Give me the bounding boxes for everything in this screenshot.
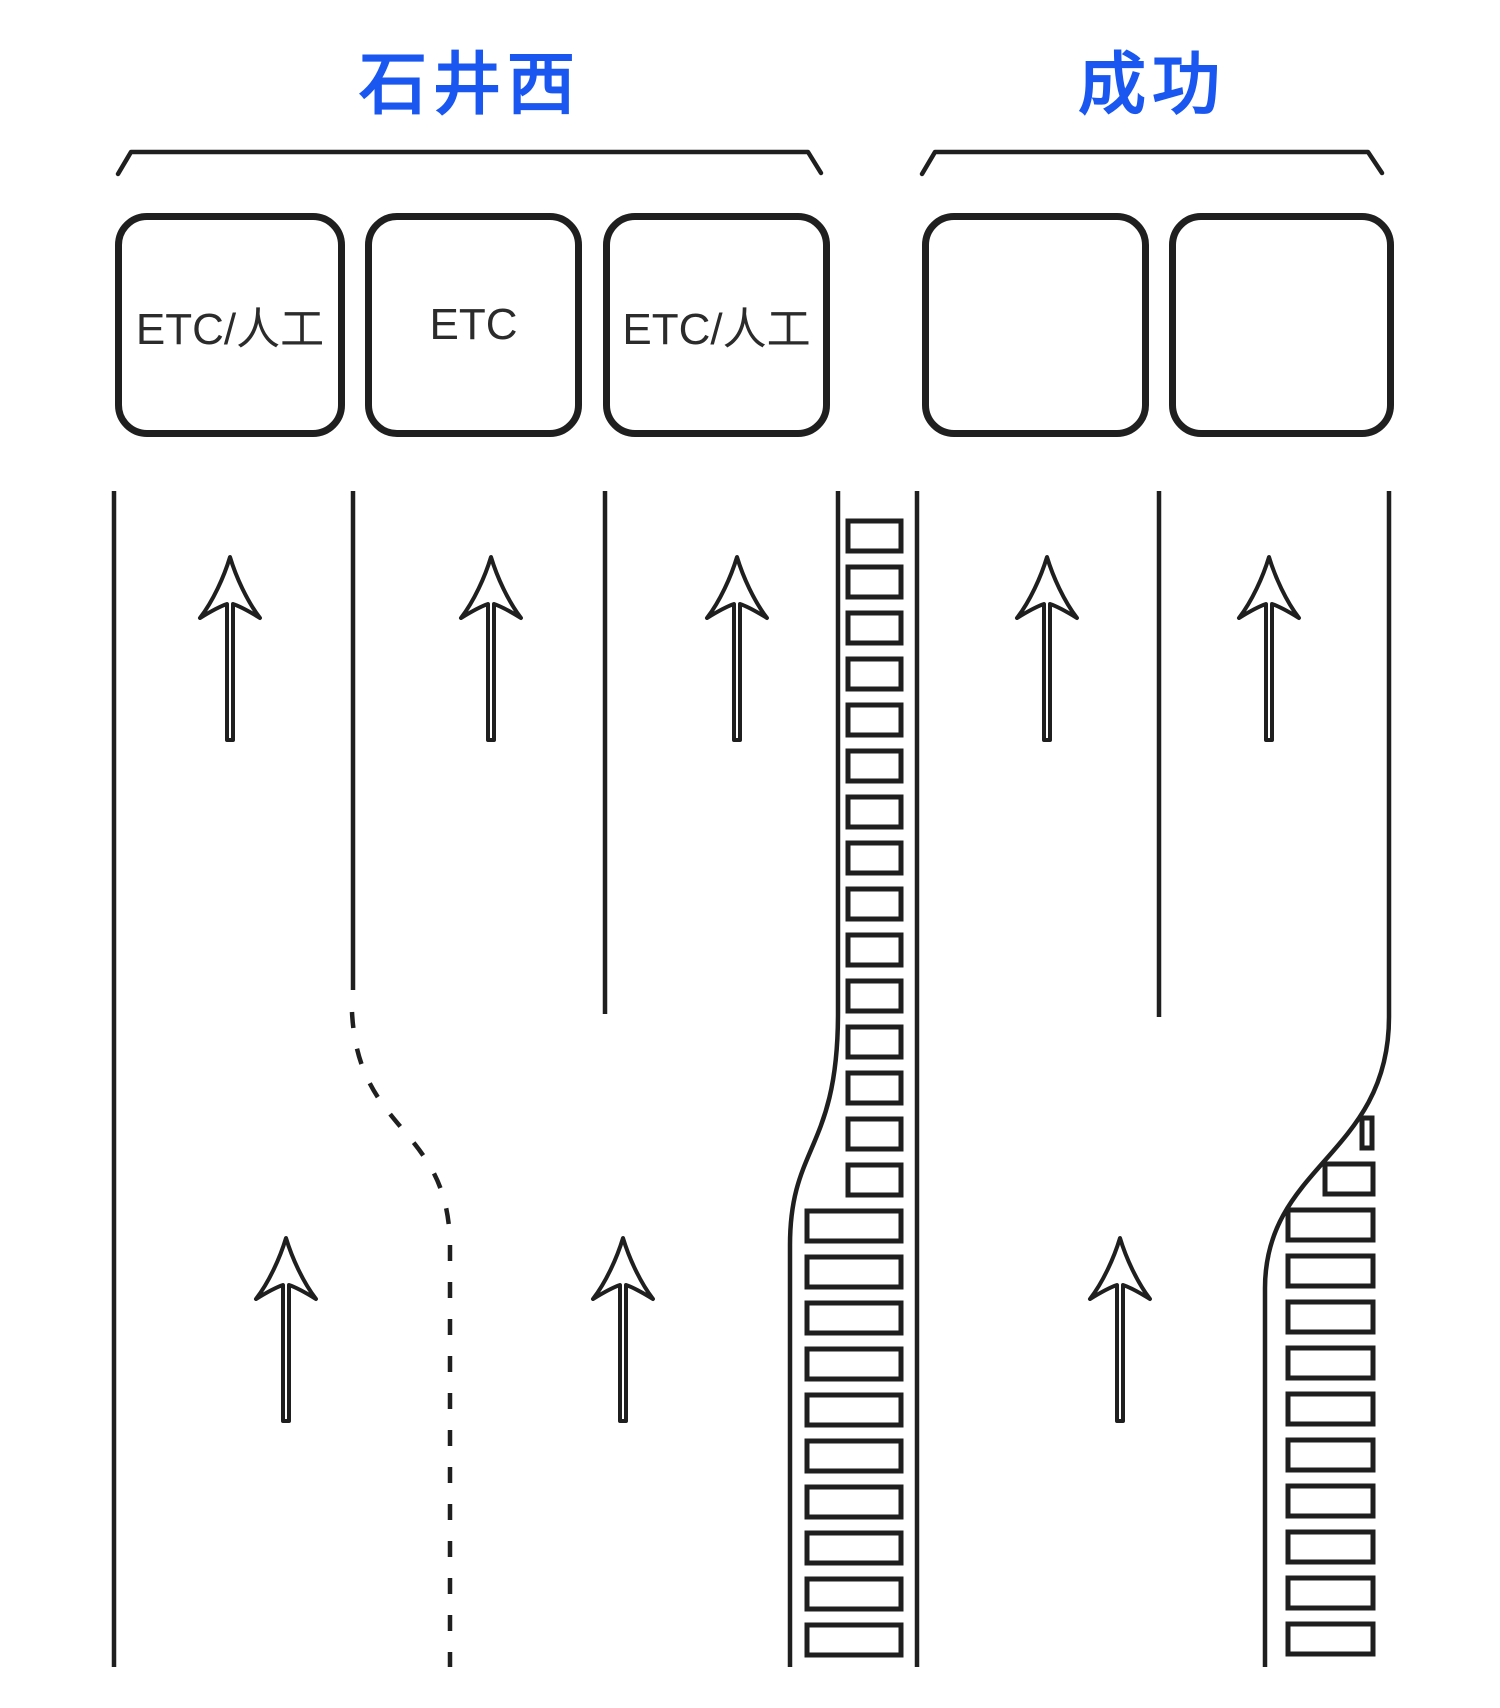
toll-booth-label: ETC/人工 xyxy=(135,305,325,354)
crosswalk-rung xyxy=(845,702,904,738)
crosswalk-rung xyxy=(845,932,904,968)
crosswalk-rung xyxy=(1285,1299,1376,1335)
up-arrow-icon xyxy=(1237,555,1301,742)
crosswalk-rungs xyxy=(804,518,1376,1658)
crosswalk-rung xyxy=(804,1438,904,1474)
toll-booth-box: ETC/人工 xyxy=(603,213,830,437)
up-arrow-icon xyxy=(254,1236,318,1423)
crosswalk-rung xyxy=(1285,1253,1376,1289)
crosswalk-rung xyxy=(845,564,904,600)
crosswalk-rung xyxy=(804,1530,904,1566)
crosswalk-rung xyxy=(845,748,904,784)
toll-booth-label: ETC xyxy=(429,300,518,349)
crosswalk-rung xyxy=(845,886,904,922)
crosswalk-rung xyxy=(804,1484,904,1520)
up-arrow-icon xyxy=(1015,555,1079,742)
crosswalk-rung xyxy=(1359,1115,1375,1151)
crosswalk-rung xyxy=(845,1024,904,1060)
crosswalk-rung xyxy=(804,1622,904,1658)
up-arrow-icon xyxy=(591,1236,655,1423)
crosswalk-rung xyxy=(1285,1529,1376,1565)
crosswalk-rung xyxy=(845,978,904,1014)
up-arrow-icon xyxy=(198,555,262,742)
up-arrow-icon xyxy=(459,555,523,742)
crosswalk-rung xyxy=(804,1346,904,1382)
crosswalk-rung xyxy=(845,794,904,830)
crosswalk-rung xyxy=(845,656,904,692)
toll-booth-box xyxy=(1169,213,1394,437)
lane-arrows xyxy=(198,555,1301,1423)
group-label-shijingxi: 石井西 xyxy=(358,47,581,123)
crosswalk-rung xyxy=(1285,1345,1376,1381)
crosswalk-rung xyxy=(1285,1483,1376,1519)
group-bracket-left xyxy=(115,149,824,177)
toll-booth-box: ETC xyxy=(365,213,582,437)
crosswalk-rung xyxy=(804,1300,904,1336)
island-left-edge xyxy=(787,491,841,1667)
crosswalk-rung xyxy=(845,840,904,876)
crosswalk-rung xyxy=(1322,1161,1376,1197)
crosswalk-rung xyxy=(804,1392,904,1428)
crosswalk-rung xyxy=(804,1576,904,1612)
crosswalk-rung xyxy=(804,1208,904,1244)
crosswalk-rung xyxy=(1285,1207,1376,1243)
crosswalk-rung xyxy=(845,1162,904,1198)
crosswalk-rung xyxy=(1285,1575,1376,1611)
group-bracket-right xyxy=(919,149,1385,177)
up-arrow-icon xyxy=(705,555,769,742)
crosswalk-rung xyxy=(1285,1391,1376,1427)
crosswalk-rung xyxy=(1285,1621,1376,1657)
crosswalk-rung xyxy=(804,1254,904,1290)
toll-booth-box xyxy=(922,213,1149,437)
group-label-chenggong: 成功 xyxy=(1077,47,1226,123)
crosswalk-rung xyxy=(1285,1437,1376,1473)
road-right-edge xyxy=(1262,491,1392,1667)
up-arrow-icon xyxy=(1088,1236,1152,1423)
toll-booth-box: ETC/人工 xyxy=(115,213,345,437)
crosswalk-rung xyxy=(845,610,904,646)
crosswalk-rung xyxy=(845,1070,904,1106)
crosswalk-rung xyxy=(845,1116,904,1152)
crosswalk-rung xyxy=(845,518,904,554)
lane-line-2-dashed xyxy=(349,1011,453,1667)
toll-booth-label: ETC/人工 xyxy=(622,305,811,354)
